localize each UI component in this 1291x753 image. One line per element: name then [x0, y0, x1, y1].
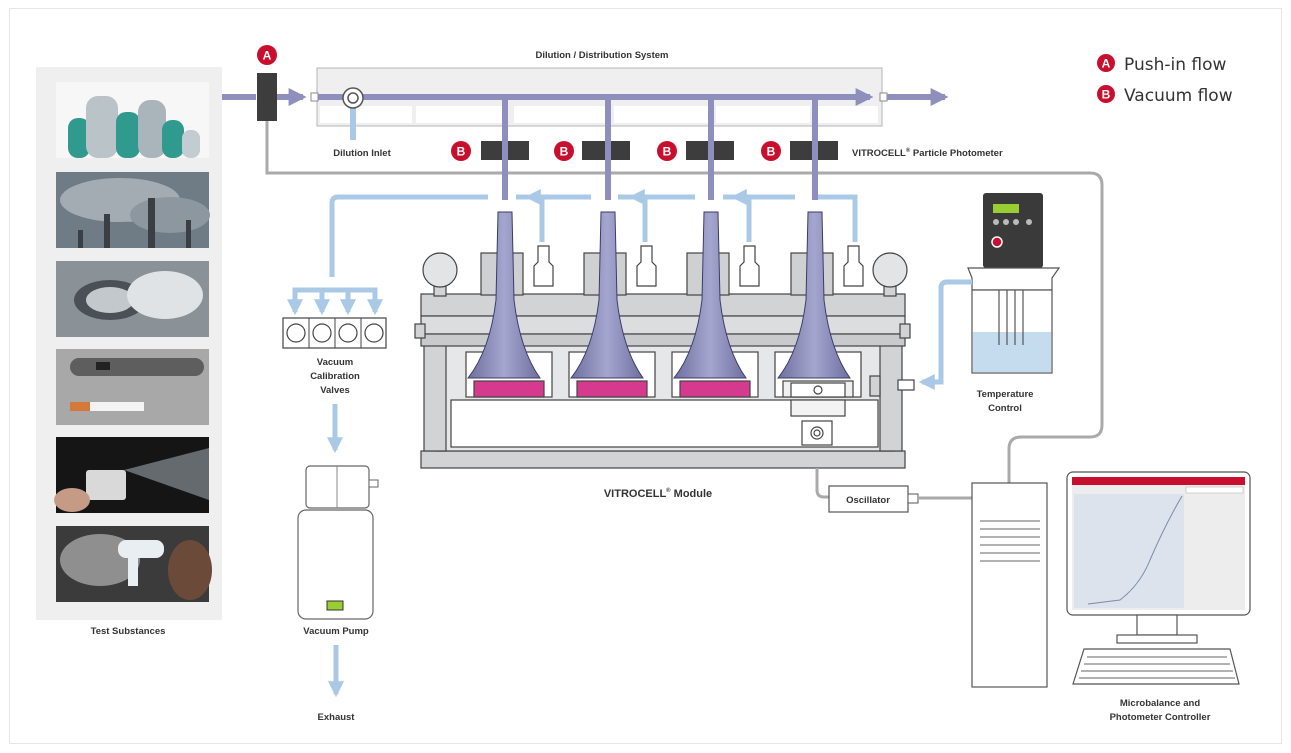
culture-medium-1: [474, 381, 544, 397]
module-to-oscillator-cable: [817, 468, 829, 497]
legend: A Push-in flow B Vacuum flow: [1097, 54, 1233, 106]
calibration-valves-label-1: Vacuum: [317, 357, 353, 368]
thumbnail-inhaler-spray: [54, 437, 209, 513]
monitor-plot-area: [1074, 494, 1184, 608]
badge-b-3-text: B: [663, 145, 672, 159]
vacuum-pump-label: Vacuum Pump: [303, 626, 369, 637]
controller-label-1: Microbalance and: [1120, 698, 1200, 709]
culture-medium-3: [680, 381, 750, 397]
temperature-control-unit: [968, 193, 1059, 373]
calibration-valves-label-2: Calibration: [310, 371, 360, 382]
legend-push-in-label: Push-in flow: [1124, 55, 1227, 75]
temperature-display: [993, 204, 1019, 213]
photometer-rest: Particle Photometer: [910, 148, 1003, 159]
legend-badge-b-text: B: [1102, 88, 1111, 102]
dilution-outlet-port: [880, 93, 887, 101]
thumbnail-industrial-smokestacks: [56, 172, 210, 248]
dilution-system-label: Dilution / Distribution System: [535, 50, 668, 61]
oscillator-label: Oscillator: [846, 495, 890, 506]
culture-medium-2: [577, 381, 647, 397]
legend-badge-a-text: A: [1102, 57, 1111, 71]
badge-b-2-text: B: [560, 145, 569, 159]
controller-tower: [972, 483, 1047, 687]
module-rest: Module: [671, 488, 713, 500]
vacuum-calibration-valves: [283, 318, 386, 348]
calibration-valves-label-3: Valves: [320, 385, 350, 396]
thumbnail-nebulizer-mist: [56, 526, 212, 602]
oscillator-port: [908, 494, 918, 503]
thumbnail-car-exhaust: [56, 261, 209, 337]
valve-manifold-lines: [295, 290, 375, 312]
badge-b-4-text: B: [767, 145, 776, 159]
controller-label-2: Photometer Controller: [1110, 712, 1211, 723]
test-substances-label: Test Substances: [91, 626, 166, 637]
dilution-system-segments: [320, 106, 878, 123]
temperature-loop-line: [922, 282, 972, 382]
dilution-inlet-label: Dilution Inlet: [333, 148, 391, 159]
controller-monitor: [1067, 472, 1250, 643]
thumbnail-gas-cylinders: [56, 82, 209, 158]
temperature-label-2: Control: [988, 403, 1022, 414]
power-button-icon: [992, 237, 1002, 247]
temperature-label-1: Temperature: [977, 389, 1034, 400]
push-in-controller-a: [257, 73, 277, 121]
thumbnail-e-cigarette: [56, 349, 209, 425]
vacuum-pump: [298, 466, 378, 619]
water-bath: [973, 332, 1051, 372]
photometer-label: VITROCELL® Particle Photometer: [852, 147, 1003, 159]
photometer-brand: VITROCELL: [852, 148, 906, 159]
module-brand: VITROCELL: [604, 488, 667, 500]
legend-vacuum-label: Vacuum flow: [1124, 86, 1233, 106]
badge-a-text: A: [263, 49, 272, 63]
exhaust-label: Exhaust: [318, 712, 356, 723]
module-label: VITROCELL® Module: [604, 487, 712, 500]
controller-keyboard: [1073, 649, 1239, 684]
badge-b-1-text: B: [457, 145, 466, 159]
pump-power-indicator: [327, 601, 343, 610]
dilution-inlet-port: [311, 93, 318, 101]
